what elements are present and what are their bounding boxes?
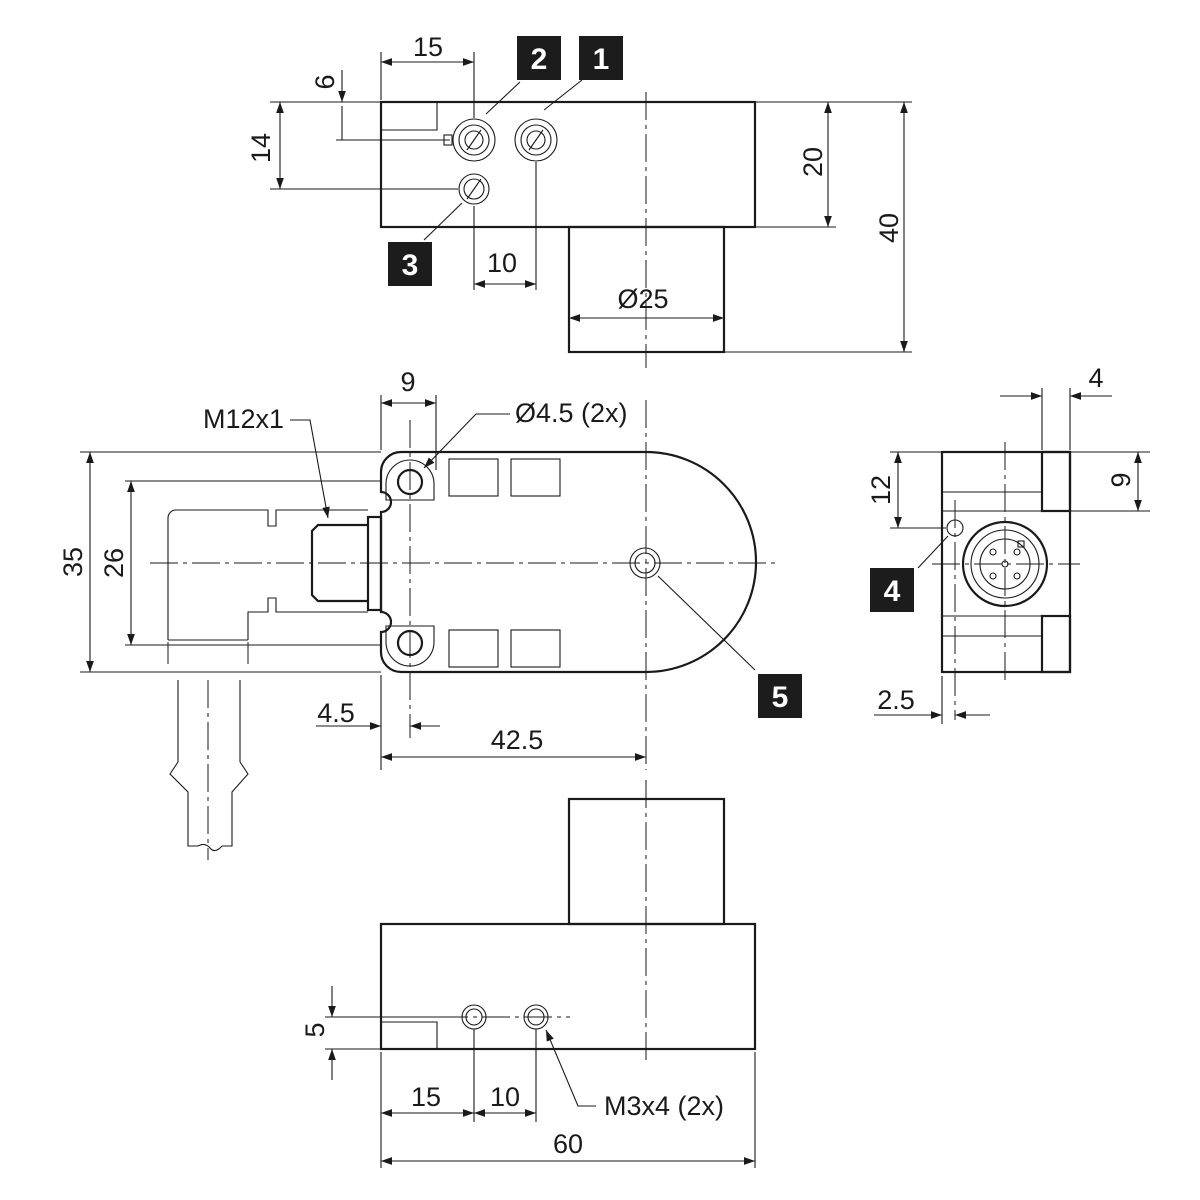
led-window-2: [510, 458, 561, 497]
dim-mid-9: 9: [400, 367, 415, 397]
potentiometer-1: [514, 118, 558, 162]
dim-bottom-m3x4: M3x4 (2x): [604, 1091, 724, 1121]
dim-mid-4-5: 4.5: [317, 698, 355, 728]
bottom-view-sensor-face: [567, 797, 726, 926]
dim-mid-hole-diameter: Ø4.5 (2x): [515, 398, 628, 428]
top-view-notch: [381, 102, 438, 131]
dim-top-14: 14: [246, 133, 276, 163]
side-view: 4 12 9 2.5 4: [866, 363, 1150, 724]
dim-side-2-5: 2.5: [877, 685, 915, 715]
led-window-3: [448, 629, 499, 668]
dim-mid-m12x1: M12x1: [203, 404, 284, 434]
dim-side-12: 12: [866, 475, 896, 505]
dim-top-diameter-25: Ø25: [617, 284, 668, 314]
callout-5: 5: [758, 674, 802, 718]
svg-text:1: 1: [593, 43, 610, 76]
dim-mid-42-5: 42.5: [491, 725, 544, 755]
potentiometer-2: [443, 118, 496, 162]
dim-top-6: 6: [310, 74, 340, 89]
callout-1: 1: [579, 36, 623, 80]
svg-text:5: 5: [772, 681, 789, 714]
dim-side-4: 4: [1088, 363, 1103, 393]
bottom-view: 5 15 10 60 M3x4 (2x): [300, 780, 757, 1168]
dim-top-20: 20: [798, 147, 828, 177]
callout-3: 3: [388, 242, 432, 286]
dim-top-40: 40: [874, 213, 904, 243]
top-view: 15 6 14 10 20 40 Ø25 1 2 3: [246, 32, 912, 368]
dim-mid-26: 26: [99, 548, 129, 578]
dim-bottom-5: 5: [300, 1022, 330, 1037]
potentiometer-3: [458, 173, 490, 205]
led-window-1: [448, 458, 499, 497]
side-view-top-tab: [1040, 450, 1072, 513]
dim-top-10: 10: [487, 248, 517, 278]
dim-mid-35: 35: [58, 547, 88, 577]
side-view-body: [940, 450, 1072, 674]
front-view: 9 M12x1 Ø4.5 (2x) 35 26 4.5 42.5 5: [58, 367, 802, 860]
callout-2: 2: [517, 36, 561, 80]
front-view-body-outline: [379, 450, 758, 674]
dim-top-15: 15: [413, 32, 443, 62]
dim-bottom-60: 60: [553, 1129, 583, 1159]
led-window-4: [510, 629, 561, 668]
dim-bottom-10: 10: [490, 1082, 520, 1112]
svg-text:2: 2: [531, 43, 548, 76]
callout-4: 4: [870, 568, 914, 612]
svg-text:4: 4: [884, 575, 901, 608]
dim-bottom-15: 15: [411, 1082, 441, 1112]
side-view-bottom-tab: [1040, 614, 1072, 674]
svg-text:3: 3: [402, 249, 419, 282]
dim-side-9: 9: [1106, 472, 1136, 487]
cable-plug-outline: [167, 509, 368, 852]
